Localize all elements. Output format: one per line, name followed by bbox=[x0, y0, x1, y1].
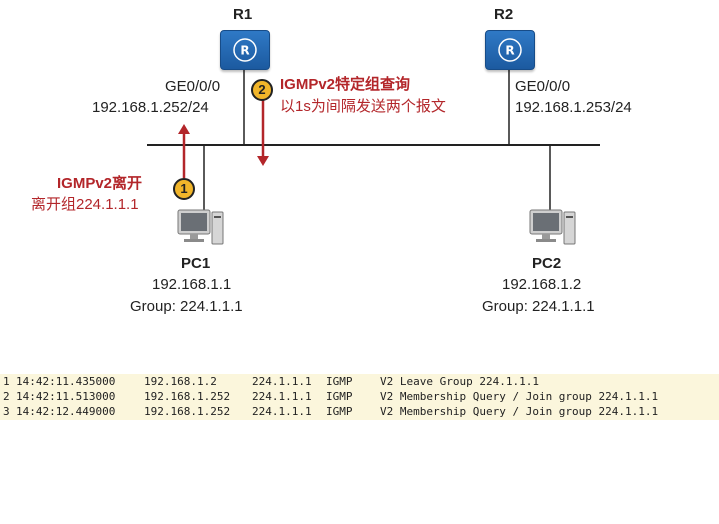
pc2-name: PC2 bbox=[532, 255, 562, 272]
router-r2-name: R2 bbox=[494, 6, 514, 23]
svg-text:R: R bbox=[240, 44, 249, 58]
packet-no: 3 bbox=[3, 405, 10, 418]
packet-info: V2 Membership Query / Join group 224.1.1… bbox=[380, 405, 659, 418]
pc1-group: Group: 224.1.1.1 bbox=[130, 298, 243, 315]
packet-time: 14:42:11.435000 bbox=[16, 375, 116, 388]
packet-capture-list: 1 14:42:11.435000 192.168.1.2 224.1.1.1 … bbox=[0, 374, 719, 420]
router-r2-ip: 192.168.1.253/24 bbox=[515, 99, 632, 116]
svg-text:R: R bbox=[505, 44, 514, 58]
pc1-name: PC1 bbox=[181, 255, 211, 272]
pc2-ip: 192.168.1.2 bbox=[502, 276, 582, 293]
packet-protocol: IGMP bbox=[326, 405, 353, 418]
packet-destination: 224.1.1.1 bbox=[252, 405, 312, 418]
router-r1-port: GE0/0/0 bbox=[165, 78, 221, 95]
router-r2-port: GE0/0/0 bbox=[515, 78, 571, 95]
packet-row[interactable]: 1 14:42:11.435000 192.168.1.2 224.1.1.1 … bbox=[0, 374, 719, 389]
packet-source: 192.168.1.252 bbox=[144, 390, 231, 403]
packet-row[interactable]: 3 14:42:12.449000 192.168.1.252 224.1.1.… bbox=[0, 404, 719, 419]
query-arrow bbox=[257, 100, 269, 166]
pc2-group: Group: 224.1.1.1 bbox=[482, 298, 595, 315]
packet-destination: 224.1.1.1 bbox=[252, 375, 312, 388]
pc2-computer-icon[interactable] bbox=[527, 208, 577, 248]
packet-protocol: IGMP bbox=[326, 390, 353, 403]
packet-no: 1 bbox=[3, 375, 10, 388]
router-symbol-icon: R bbox=[233, 38, 257, 62]
router-symbol-icon: R bbox=[498, 38, 522, 62]
pc1-ip: 192.168.1.1 bbox=[152, 276, 232, 293]
leave-arrow bbox=[178, 124, 190, 178]
packet-info: V2 Membership Query / Join group 224.1.1… bbox=[380, 390, 659, 403]
router-r2-icon[interactable]: R bbox=[485, 30, 535, 70]
packet-row[interactable]: 2 14:42:11.513000 192.168.1.252 224.1.1.… bbox=[0, 389, 719, 404]
step-1-badge: 1 bbox=[173, 178, 195, 200]
topology-links bbox=[147, 68, 600, 212]
packet-info: V2 Leave Group 224.1.1.1 bbox=[380, 375, 539, 388]
query-description: 以1s为间隔发送两个报文 bbox=[280, 98, 446, 115]
pc1-computer-icon[interactable] bbox=[175, 208, 225, 248]
packet-source: 192.168.1.2 bbox=[144, 375, 217, 388]
leave-description: 离开组224.1.1.1 bbox=[31, 196, 139, 213]
router-r1-name: R1 bbox=[233, 6, 253, 23]
packet-time: 14:42:11.513000 bbox=[16, 390, 116, 403]
router-r1-icon[interactable]: R bbox=[220, 30, 270, 70]
query-title: IGMPv2特定组查询 bbox=[280, 76, 411, 93]
packet-destination: 224.1.1.1 bbox=[252, 390, 312, 403]
packet-time: 14:42:12.449000 bbox=[16, 405, 116, 418]
packet-source: 192.168.1.252 bbox=[144, 405, 231, 418]
router-r1-ip: 192.168.1.252/24 bbox=[92, 99, 209, 116]
step-2-badge: 2 bbox=[251, 79, 273, 101]
leave-title: IGMPv2离开 bbox=[57, 175, 143, 192]
packet-protocol: IGMP bbox=[326, 375, 353, 388]
packet-no: 2 bbox=[3, 390, 10, 403]
